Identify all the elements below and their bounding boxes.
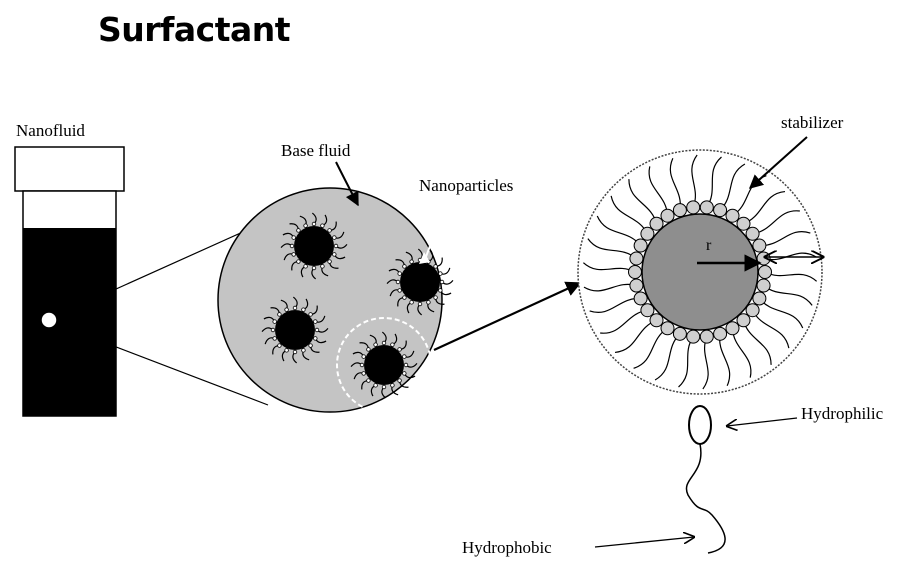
zoom-arrow — [434, 283, 580, 350]
vial — [15, 147, 124, 416]
vial-magnify-spot — [41, 312, 57, 328]
vial-cap — [15, 147, 124, 191]
vial-liquid — [23, 228, 116, 416]
hydrophilic-pointer — [727, 418, 797, 426]
surfactant-molecule — [595, 406, 797, 553]
base-fluid-ellipse — [218, 188, 442, 412]
particle-core — [642, 214, 758, 330]
radius-label: r — [706, 237, 712, 254]
hydrophobic-pointer — [595, 537, 694, 547]
hydrophilic-head — [689, 406, 711, 444]
stabilized-particle: r — [578, 150, 823, 394]
nanoparticles-pointer — [424, 198, 448, 262]
